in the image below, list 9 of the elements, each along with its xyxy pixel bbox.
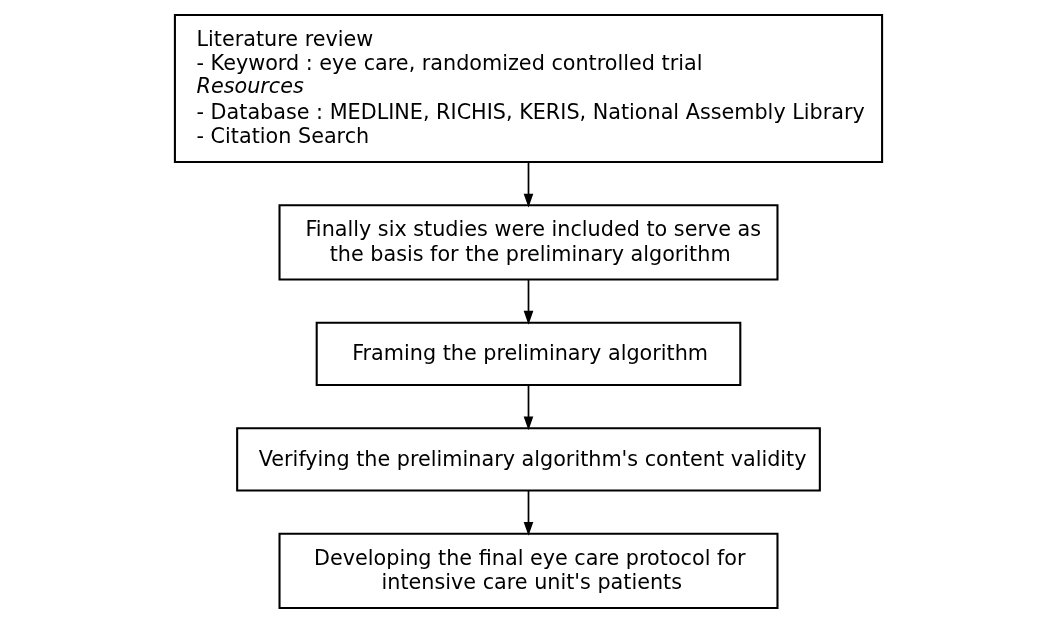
node-box: Literature review - Keyword : eye care, randomized controlled trial Resources - Database : MEDLINE, RICHIS, KERIS, National Assembly Library - Citation Search (173, 13, 883, 163)
node-box: Finally six studies were included to serve as the basis for the preliminary algorithm (278, 204, 778, 281)
arrow (523, 279, 533, 325)
arrow (523, 384, 533, 431)
arrow (523, 490, 533, 536)
node-box: Developing the final eye care protocol for intensive care unit's patients (278, 532, 778, 610)
node-box: Verifying the preliminary algorithm's content validity (235, 427, 821, 492)
node-box: Framing the preliminary algorithm (315, 321, 741, 386)
arrow (523, 161, 533, 208)
